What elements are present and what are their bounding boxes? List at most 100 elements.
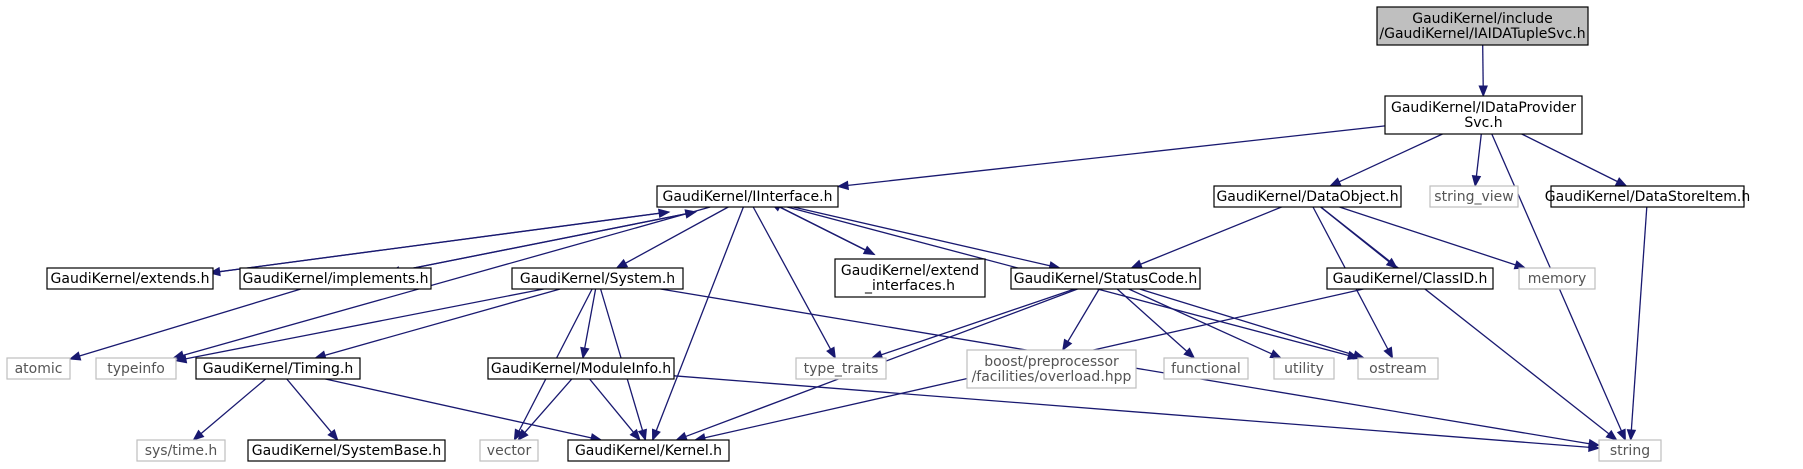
arrowhead-icon <box>629 428 641 442</box>
node-box <box>136 439 226 462</box>
node-box <box>95 357 177 380</box>
edge-line <box>880 288 1075 356</box>
arrowhead-icon <box>1062 338 1073 352</box>
node-modinfo[interactable]: GaudiKernel/ModuleInfo.h <box>487 357 675 380</box>
node-box <box>511 267 684 290</box>
edge-line <box>655 206 745 432</box>
node-box <box>1429 185 1519 208</box>
node-classid[interactable]: GaudiKernel/ClassID.h <box>1326 267 1494 290</box>
arrowhead-icon <box>1626 429 1637 442</box>
node-root[interactable]: GaudiKernel/include/GaudiKernel/IAIDATup… <box>1376 6 1589 46</box>
edge-modinfo-to-kernel <box>589 378 641 442</box>
edge-line <box>752 206 832 351</box>
node-typeinfo: typeinfo <box>95 357 177 380</box>
arrowhead-icon <box>1183 347 1196 359</box>
edge-line <box>325 378 593 439</box>
edge-impl-to-atomic <box>68 288 302 361</box>
edge-line <box>1482 44 1484 88</box>
arrowhead-icon <box>517 428 529 442</box>
edge-line <box>1139 288 1356 357</box>
node-label: sys/time.h <box>145 443 218 459</box>
arrowhead-icon <box>1614 177 1628 187</box>
node-iint[interactable]: GaudiKernel/IInterface.h <box>656 185 839 208</box>
edge-extends-to-iint <box>209 208 671 274</box>
node-label: string_view <box>1434 189 1513 205</box>
node-status[interactable]: GaudiKernel/StatusCode.h <box>1010 267 1201 290</box>
node-utility: utility <box>1273 357 1335 380</box>
node-extends[interactable]: GaudiKernel/extends.h <box>46 267 214 290</box>
arrowhead-icon <box>836 180 849 191</box>
edge-idp-to-dobj <box>1328 133 1443 187</box>
node-label: _interfaces.h <box>864 278 955 294</box>
node-sysbase[interactable]: GaudiKernel/SystemBase.h <box>247 439 446 462</box>
edge-system-to-timing <box>314 288 561 360</box>
edge-dobj-to-memory <box>1339 206 1527 270</box>
node-label: vector <box>487 443 532 459</box>
edge-line <box>583 288 597 350</box>
arrowhead-icon <box>1616 428 1626 442</box>
node-box <box>479 439 539 462</box>
edge-iint-to-system <box>615 206 729 269</box>
node-dsi[interactable]: GaudiKernel/DataStoreItem.h <box>1545 185 1750 208</box>
edge-extif-to-iint <box>769 201 875 256</box>
node-label: /facilities/overload.hpp <box>972 369 1132 385</box>
node-label: functional <box>1171 361 1241 377</box>
node-label: string <box>1610 443 1650 459</box>
node-label: utility <box>1284 361 1324 377</box>
edge-dsi-to-string <box>1626 206 1648 442</box>
node-label: GaudiKernel/StatusCode.h <box>1014 271 1198 287</box>
edge-idp-to-iint <box>836 125 1386 191</box>
node-box <box>46 267 214 290</box>
node-box <box>795 357 887 380</box>
node-label: GaudiKernel/IDataProvider <box>1391 100 1576 116</box>
node-label: Svc.h <box>1464 115 1502 131</box>
edge-line <box>286 378 333 434</box>
edge-line <box>1139 206 1282 266</box>
edge-line <box>199 378 267 435</box>
node-box <box>6 357 71 380</box>
edge-line <box>1066 288 1100 343</box>
node-label: GaudiKernel/ClassID.h <box>1333 271 1488 287</box>
arrowhead-icon <box>1383 346 1394 360</box>
edge-line <box>523 378 573 434</box>
edge-line <box>181 206 711 357</box>
edges-layer <box>68 44 1648 452</box>
node-system[interactable]: GaudiKernel/System.h <box>511 267 684 290</box>
node-timing[interactable]: GaudiKernel/Timing.h <box>195 357 361 380</box>
node-dobj[interactable]: GaudiKernel/DataObject.h <box>1213 185 1402 208</box>
node-label: memory <box>1528 271 1587 287</box>
edge-iint-to-ttraits <box>752 206 836 360</box>
node-label: GaudiKernel/Kernel.h <box>575 443 722 459</box>
edge-impl-to-iint <box>389 209 698 274</box>
edge-line <box>1320 206 1611 435</box>
node-kernel[interactable]: GaudiKernel/Kernel.h <box>567 439 730 462</box>
node-box <box>1376 6 1589 46</box>
edge-modinfo-to-vector <box>517 378 573 442</box>
edge-dobj-to-string <box>1320 206 1618 441</box>
arrowhead-icon <box>1588 442 1601 452</box>
node-atomic: atomic <box>6 357 71 380</box>
edge-line <box>1521 133 1619 183</box>
node-box <box>567 439 730 462</box>
arrowhead-icon <box>192 429 205 441</box>
node-extif[interactable]: GaudiKernel/extend_interfaces.h <box>834 258 986 298</box>
node-box <box>834 258 986 298</box>
edge-line <box>793 206 1052 267</box>
arrowhead-icon <box>1130 259 1143 269</box>
arrowhead-icon <box>826 346 836 360</box>
edge-line <box>1339 206 1517 266</box>
nodes-layer: GaudiKernel/include/GaudiKernel/IAIDATup… <box>6 6 1750 462</box>
arrowhead-icon <box>1269 349 1283 359</box>
node-box <box>966 349 1137 389</box>
edge-system-to-modinfo <box>580 288 597 360</box>
edge-timing-to-kernel <box>325 378 603 443</box>
edge-status-to-functional <box>1116 288 1196 359</box>
arrowhead-icon <box>1478 85 1488 98</box>
edge-line <box>1630 206 1648 432</box>
node-impl[interactable]: GaudiKernel/implements.h <box>239 267 432 290</box>
edge-line <box>1475 133 1482 178</box>
node-box <box>1384 95 1583 135</box>
edge-line <box>778 206 875 256</box>
node-box <box>1357 357 1439 380</box>
